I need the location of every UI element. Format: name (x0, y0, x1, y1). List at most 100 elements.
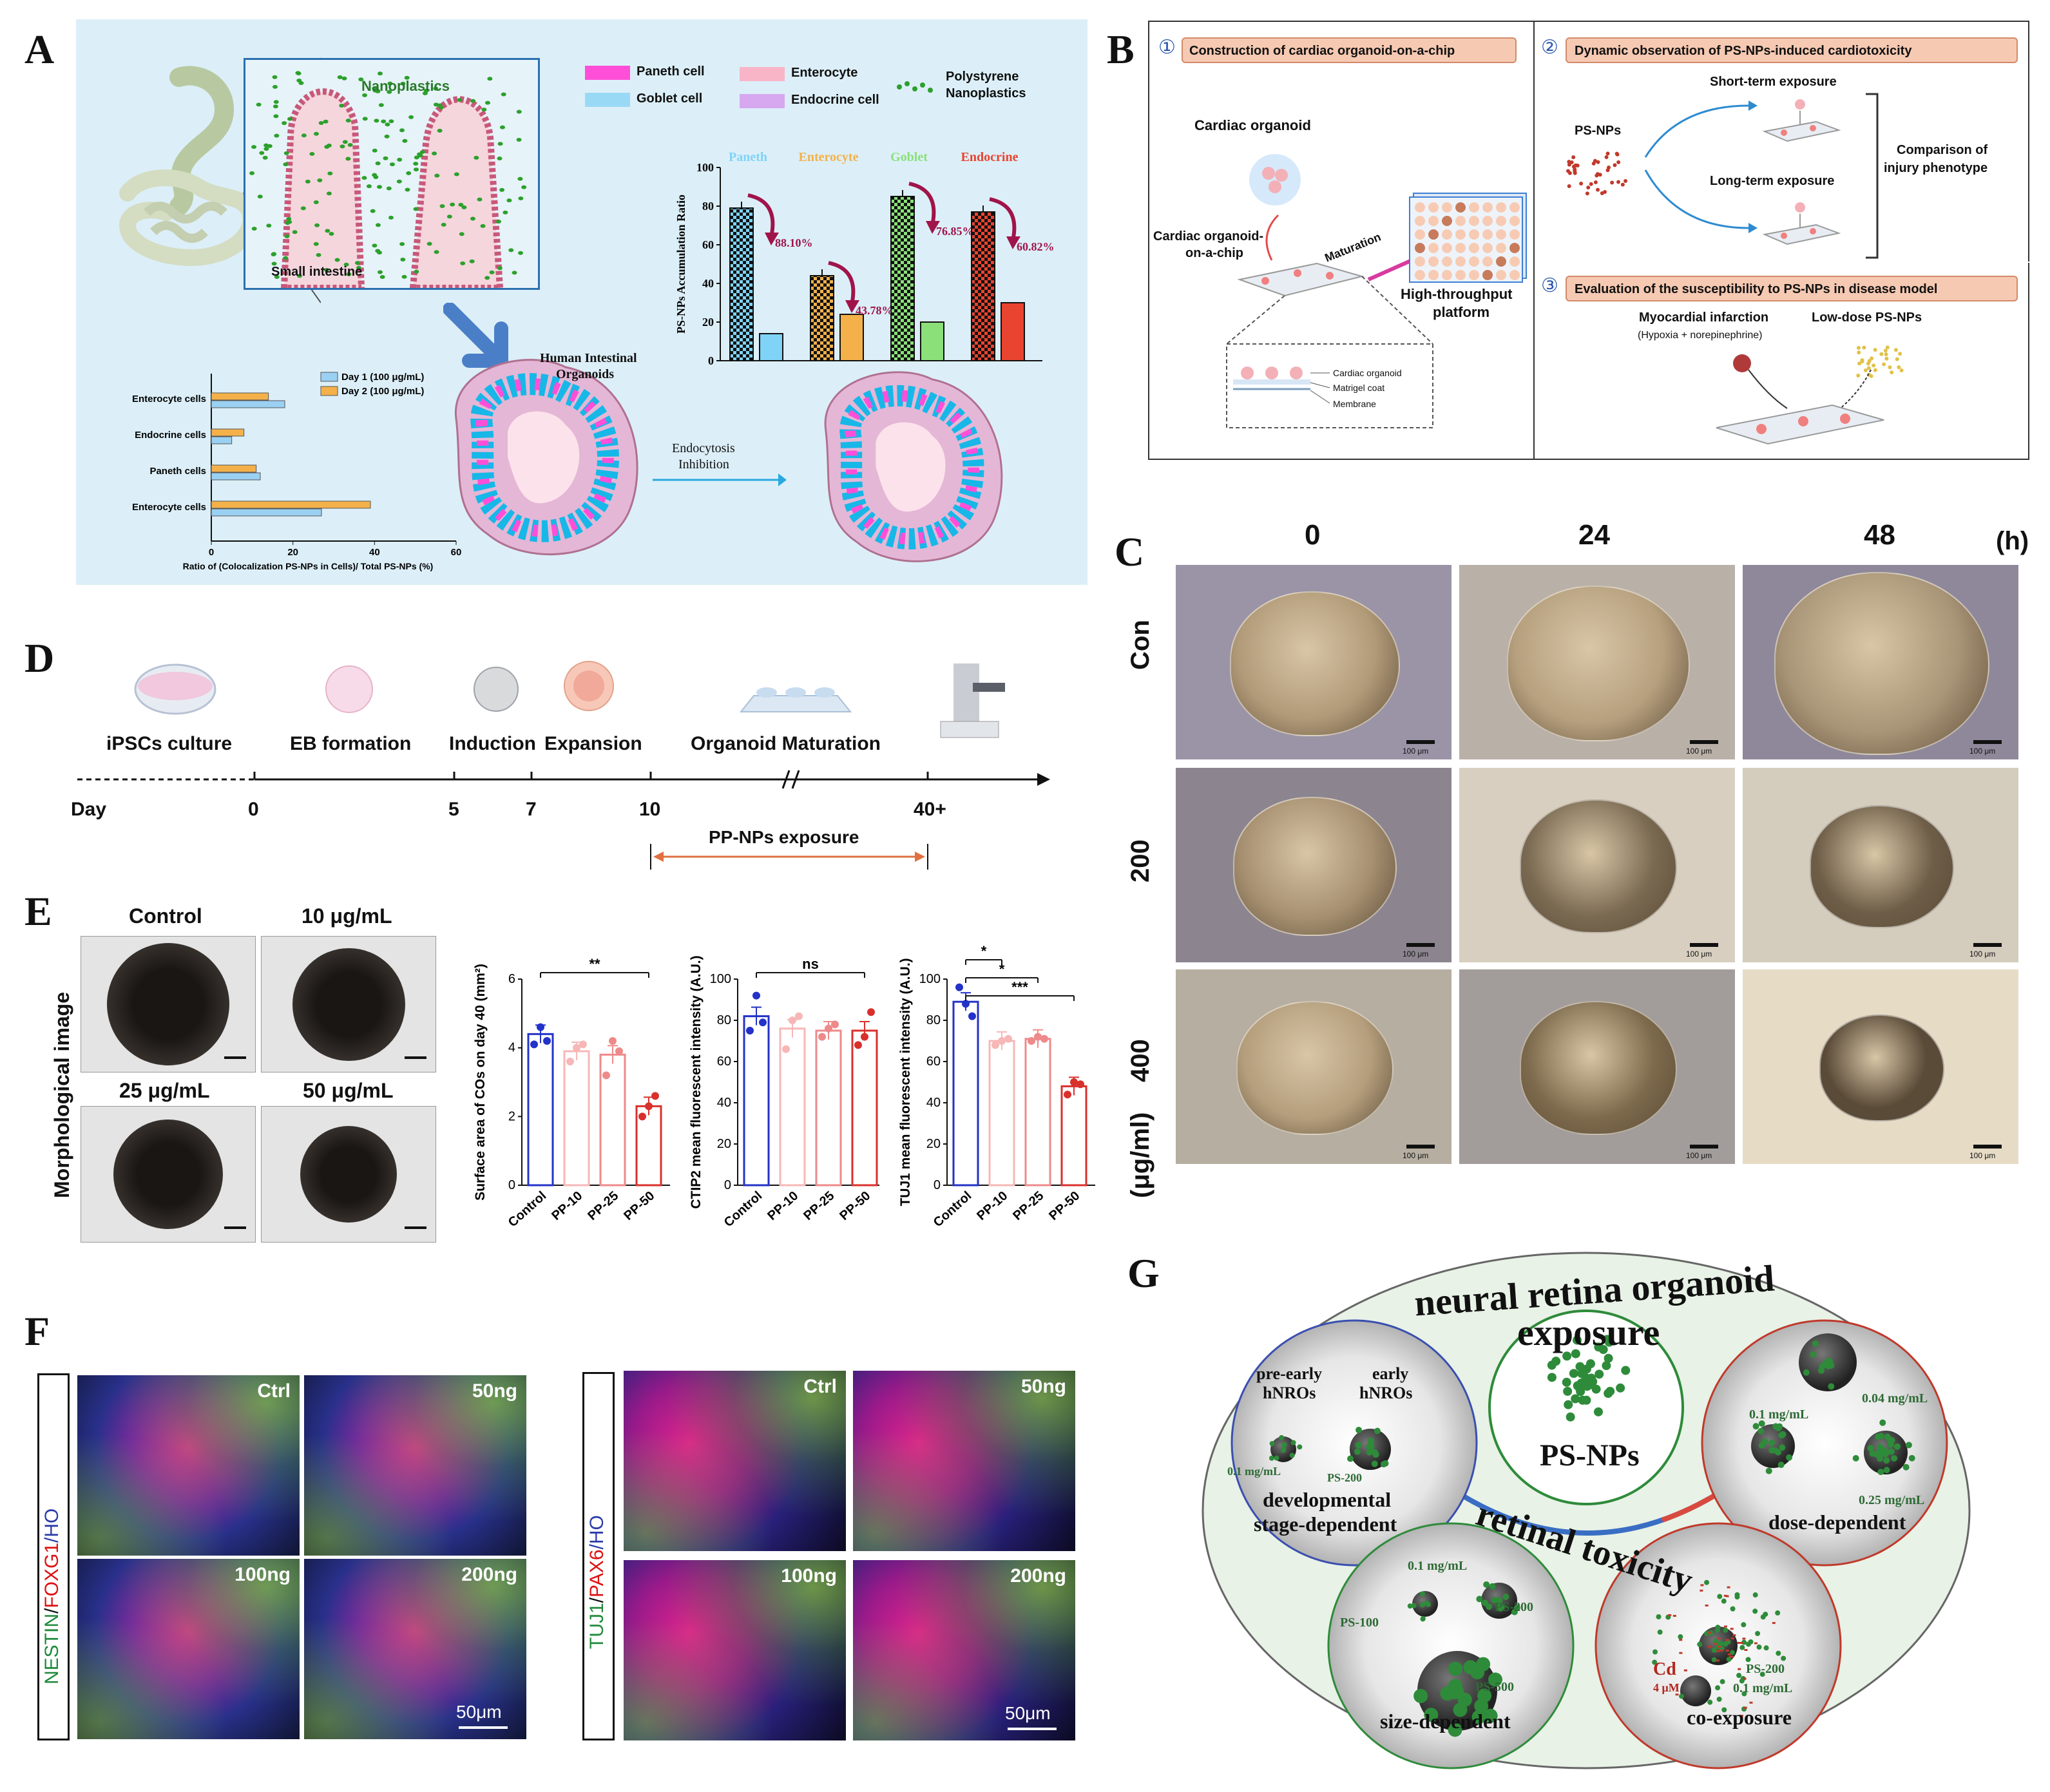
y-axis-label: TUJ1 mean fluorescent intensity (A.U.) (898, 958, 913, 1206)
scale-bar (1690, 943, 1718, 947)
data-point (746, 1027, 754, 1034)
nanoplastic-dot (259, 151, 265, 155)
hbar (211, 428, 245, 437)
ps-np-dot (1714, 1628, 1720, 1634)
ps-np-dot (1476, 1596, 1483, 1603)
organoid-label-2: Organoids (556, 367, 615, 381)
ps-np-dot (1756, 1644, 1762, 1650)
nanoplastic-dot (272, 84, 278, 89)
ps-np-dot (1652, 1659, 1658, 1665)
data-point (962, 1000, 970, 1008)
day-label: Day (71, 799, 107, 820)
nanoplastic-dot (262, 155, 268, 160)
dev-pre-2: hNROs (1263, 1384, 1316, 1402)
ps-np-dot (1721, 1598, 1727, 1604)
well (1442, 256, 1452, 267)
cd-particle (1772, 1622, 1776, 1625)
micrograph: 100 μm (1743, 768, 2018, 962)
nanoplastic-dot (408, 115, 414, 119)
ps-np-dot (1368, 1437, 1375, 1444)
ps-np-dot (1269, 1441, 1275, 1447)
size: size-dependent (1380, 1710, 1511, 1733)
comparison-label-1: Comparison of (1897, 143, 1988, 157)
step1-title: Construction of cardiac organoid-on-a-ch… (1182, 37, 1517, 63)
nanoplastic-dot (378, 103, 384, 108)
micrograph: 100 μm (1176, 969, 1451, 1164)
reduction-label: 43.78% (856, 304, 894, 317)
well (1509, 256, 1520, 267)
dose-con: Con (1126, 620, 1154, 670)
ps-np-dot (1598, 1345, 1608, 1355)
dev-pre-1: pre-early (1256, 1364, 1323, 1383)
ps-np-dot (1470, 1665, 1485, 1680)
scale-bar (1690, 740, 1718, 744)
foxg1-label: FOXG1 (41, 1542, 62, 1608)
ps-np-dot (1488, 1672, 1502, 1687)
nanoplastic-dot (313, 242, 319, 246)
data-point (651, 1092, 659, 1100)
psnp-dot (1624, 179, 1628, 184)
legend-endocrine: Endocrine cell (791, 93, 879, 107)
nanoplastic-dot (499, 125, 505, 129)
x-tick-label: 20 (287, 547, 298, 558)
bar (743, 1015, 770, 1187)
green-signal (853, 1560, 1075, 1740)
cd-particle (1717, 1637, 1721, 1640)
nanoplastic-dot (318, 120, 324, 125)
ho-label: /HO (41, 1508, 62, 1543)
dose: dose-dependent (1768, 1511, 1906, 1534)
nanoplastic-dot (372, 243, 378, 248)
day-10: 10 (639, 799, 661, 820)
psnp-dot (1596, 187, 1600, 192)
ps-np-dot (1867, 1445, 1874, 1452)
nanoplastic-dot (413, 162, 419, 166)
psnp-dot (1569, 160, 1574, 164)
cd-particle (1700, 1584, 1704, 1587)
ps-np-dot (1902, 1463, 1910, 1471)
well (1509, 202, 1520, 213)
nanoplastic-dot (438, 105, 444, 110)
ps-np-dot (1755, 1630, 1761, 1636)
hbar (211, 472, 261, 481)
morphology-image (261, 1106, 436, 1243)
ps-np-dot (1279, 1435, 1285, 1440)
psnp-dot (1567, 162, 1571, 167)
htp-label-2: platform (1433, 304, 1490, 320)
nanoplastic-dot (316, 253, 321, 257)
well (1415, 229, 1425, 240)
low-dose-dot (1856, 374, 1861, 378)
psnps-label: PS-NPs (1575, 124, 1622, 138)
low-dose-dot (1888, 365, 1892, 370)
dev-1: developmental (1263, 1488, 1392, 1511)
nanoplastic-dot (296, 274, 302, 278)
y-tick-label: 80 (717, 1013, 731, 1027)
y-tick-label: 80 (926, 1013, 941, 1027)
short-term-label: Short-term exposure (1710, 75, 1837, 89)
cd-particle (1720, 1649, 1723, 1652)
morphology-image (81, 1106, 256, 1243)
psnp-dot (1613, 163, 1617, 167)
dose-b: 0.1 mg/mL (1749, 1407, 1809, 1422)
low-dose-dot (1863, 368, 1868, 372)
nanoplastic-dot (314, 223, 320, 227)
psnp-dot (1610, 180, 1614, 185)
bar-before (810, 275, 834, 361)
hbar (211, 400, 285, 408)
ps-np-dot (1883, 1467, 1890, 1474)
ps-np-dot (1729, 1650, 1735, 1655)
ps-np-dot (1821, 1360, 1828, 1368)
data-point (1040, 1034, 1048, 1043)
category-label: Paneth (729, 150, 767, 164)
nanoplastic-dot (342, 140, 348, 144)
nanoplastic-dot (400, 257, 406, 262)
hbar (211, 508, 322, 517)
legend-swatch (320, 372, 338, 382)
psnp-dot (1585, 191, 1589, 196)
category-label: Enterocyte cells (132, 394, 206, 405)
step3-title: Evaluation of the susceptibility to PS-N… (1566, 276, 2018, 301)
nanoplastic-dot (343, 262, 349, 267)
well (1428, 270, 1439, 280)
ps-np-dot (1374, 1427, 1381, 1435)
low-dose-dot (1873, 368, 1877, 372)
ps-np-dot (1602, 1361, 1611, 1371)
